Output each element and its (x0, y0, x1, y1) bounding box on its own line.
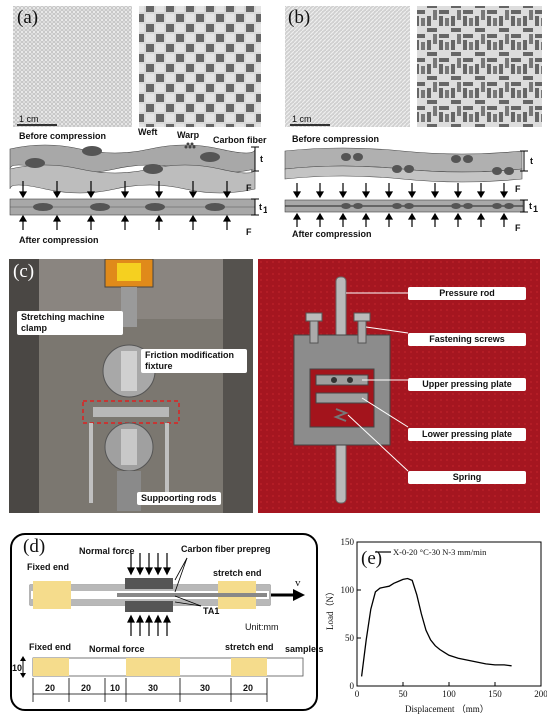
panel-e: 0 50 100 150 200 0 50 100 150 X-0-20 °C-30 N-3 m… (325, 530, 548, 714)
prepreg-label: Carbon fiber prepreg (181, 544, 271, 554)
before-label-b: Before compression (292, 134, 379, 144)
sample-dimension-diagram: Fixed end Normal force Carbon fiber prep… (10, 533, 336, 711)
force-arrows-up-b (292, 212, 509, 227)
thickness-compressed-b: t (529, 201, 532, 211)
velocity-label: v (295, 577, 301, 589)
force-arrows-up-a (18, 214, 232, 230)
label-supporting-rods: Suppoorting rods (137, 492, 221, 505)
dim-5: 30 (200, 683, 210, 693)
label-stretching-clamp: Stretching machine clamp (17, 311, 123, 335)
x-tick-label: 0 (355, 689, 360, 699)
x-tick-label: 150 (488, 689, 502, 699)
panel-c-photo-right: Pressure rod Fastening screws Upper pres… (258, 259, 540, 513)
force-label-b-top: F (515, 184, 521, 194)
panel-label-d: (d) (23, 536, 46, 557)
normal-force-label-2: Normal force (89, 644, 145, 654)
label-upper-plate: Upper pressing plate (408, 378, 526, 391)
carbon-filament-label: Carbon fiber filament (213, 135, 267, 145)
stretch-end-label: stretch end (213, 568, 262, 578)
sample-size-label: sample size (285, 644, 323, 654)
label-fastening-screws: Fastening screws (408, 333, 526, 346)
dim-6: 20 (243, 683, 253, 693)
load-displacement-chart: 0 50 100 150 200 0 50 100 150 X-0-20 °C-30 N-3 m… (325, 537, 548, 714)
dimension-lines (32, 678, 268, 702)
y-tick-label: 50 (345, 633, 355, 643)
force-label-a-bottom: F (246, 227, 252, 237)
stretch-end-label-2: stretch end (225, 642, 274, 652)
dim-4: 30 (148, 683, 158, 693)
normal-force-label: Normal force (79, 546, 135, 556)
scale-label-a: 1 cm (19, 114, 39, 124)
force-arrows-down-a (18, 181, 232, 199)
label-pressure-rod: Pressure rod (408, 287, 526, 300)
panel-d-frame (10, 533, 318, 711)
x-tick-label: 50 (399, 689, 409, 699)
weave-pattern-b (417, 6, 542, 127)
legend-label: X-0-20 °C-30 N-3 mm/min (393, 547, 487, 557)
thickness-label-b: t (530, 156, 533, 166)
dim-1: 20 (45, 683, 55, 693)
weft-label: Weft (138, 127, 157, 137)
testing-machine-illustration (9, 259, 253, 513)
ta1-label: TA1 (203, 606, 219, 616)
force-label-b-bottom: F (515, 223, 521, 233)
fixed-end-label-2: Fixed end (29, 642, 71, 652)
normal-force-arrows-bottom (127, 614, 171, 636)
height-dim-label: 10 (12, 663, 22, 673)
panel-label-a: (a) (17, 7, 39, 28)
y-axis-label: Load（N） (325, 587, 335, 630)
normal-force-arrows-top (127, 553, 171, 576)
plot-frame (356, 541, 542, 687)
thickness-compressed-a: t (259, 202, 262, 212)
panel-label-e: (e) (361, 548, 383, 569)
fixed-end-label: Fixed end (27, 562, 69, 572)
x-tick-label: 100 (442, 689, 456, 699)
velocity-arrow-icon (293, 589, 305, 601)
panel-b-figure: 1 cm Before compression After compressio… (284, 6, 542, 239)
fixture-highlight-box (82, 400, 180, 424)
thickness-subscript-a: 1 (263, 205, 267, 215)
y-tick-label: 150 (341, 537, 355, 547)
panel-a: 1 cm Before compression Weft Warp Carbon… (5, 3, 304, 255)
panel-c-photo-left: Stretching machine clamp Friction modifi… (9, 259, 253, 513)
before-label-a: Before compression (19, 131, 106, 141)
dim-2: 20 (81, 683, 91, 693)
unit-label: Unit:mm (245, 622, 279, 632)
force-label-a-top: F (246, 183, 252, 193)
after-label-a: After compression (19, 235, 99, 245)
warp-label: Warp (177, 130, 200, 140)
label-spring: Spring (408, 471, 526, 484)
force-arrows-down-b (292, 183, 509, 199)
load-curve-line (360, 577, 512, 677)
fabric-photo-a (13, 6, 132, 127)
y-tick-label: 100 (341, 585, 355, 595)
y-tick-label: 0 (350, 681, 355, 691)
panel-d: Fixed end Normal force Carbon fiber prep… (5, 530, 336, 714)
fabric-photo-b (285, 6, 410, 127)
panel-a-figure: 1 cm Before compression Weft Warp Carbon… (9, 6, 304, 245)
weave-pattern-a (139, 6, 261, 127)
thickness-subscript-b: 1 (533, 204, 538, 214)
label-friction-fixture: Friction modification fixture (141, 349, 247, 373)
x-tick-label: 200 (534, 689, 547, 699)
label-lower-plate: Lower pressing plate (408, 428, 526, 441)
dim-3: 10 (110, 683, 120, 693)
thickness-label-a: t (260, 154, 263, 164)
panel-label-b: (b) (288, 7, 311, 28)
scale-label-b: 1 cm (292, 114, 312, 124)
after-label-b: After compression (292, 229, 372, 239)
panel-label-c: (c) (13, 261, 35, 282)
x-axis-label: Displacement （mm） (405, 704, 489, 714)
panel-b: 1 cm Before compression After compressio… (282, 3, 550, 255)
